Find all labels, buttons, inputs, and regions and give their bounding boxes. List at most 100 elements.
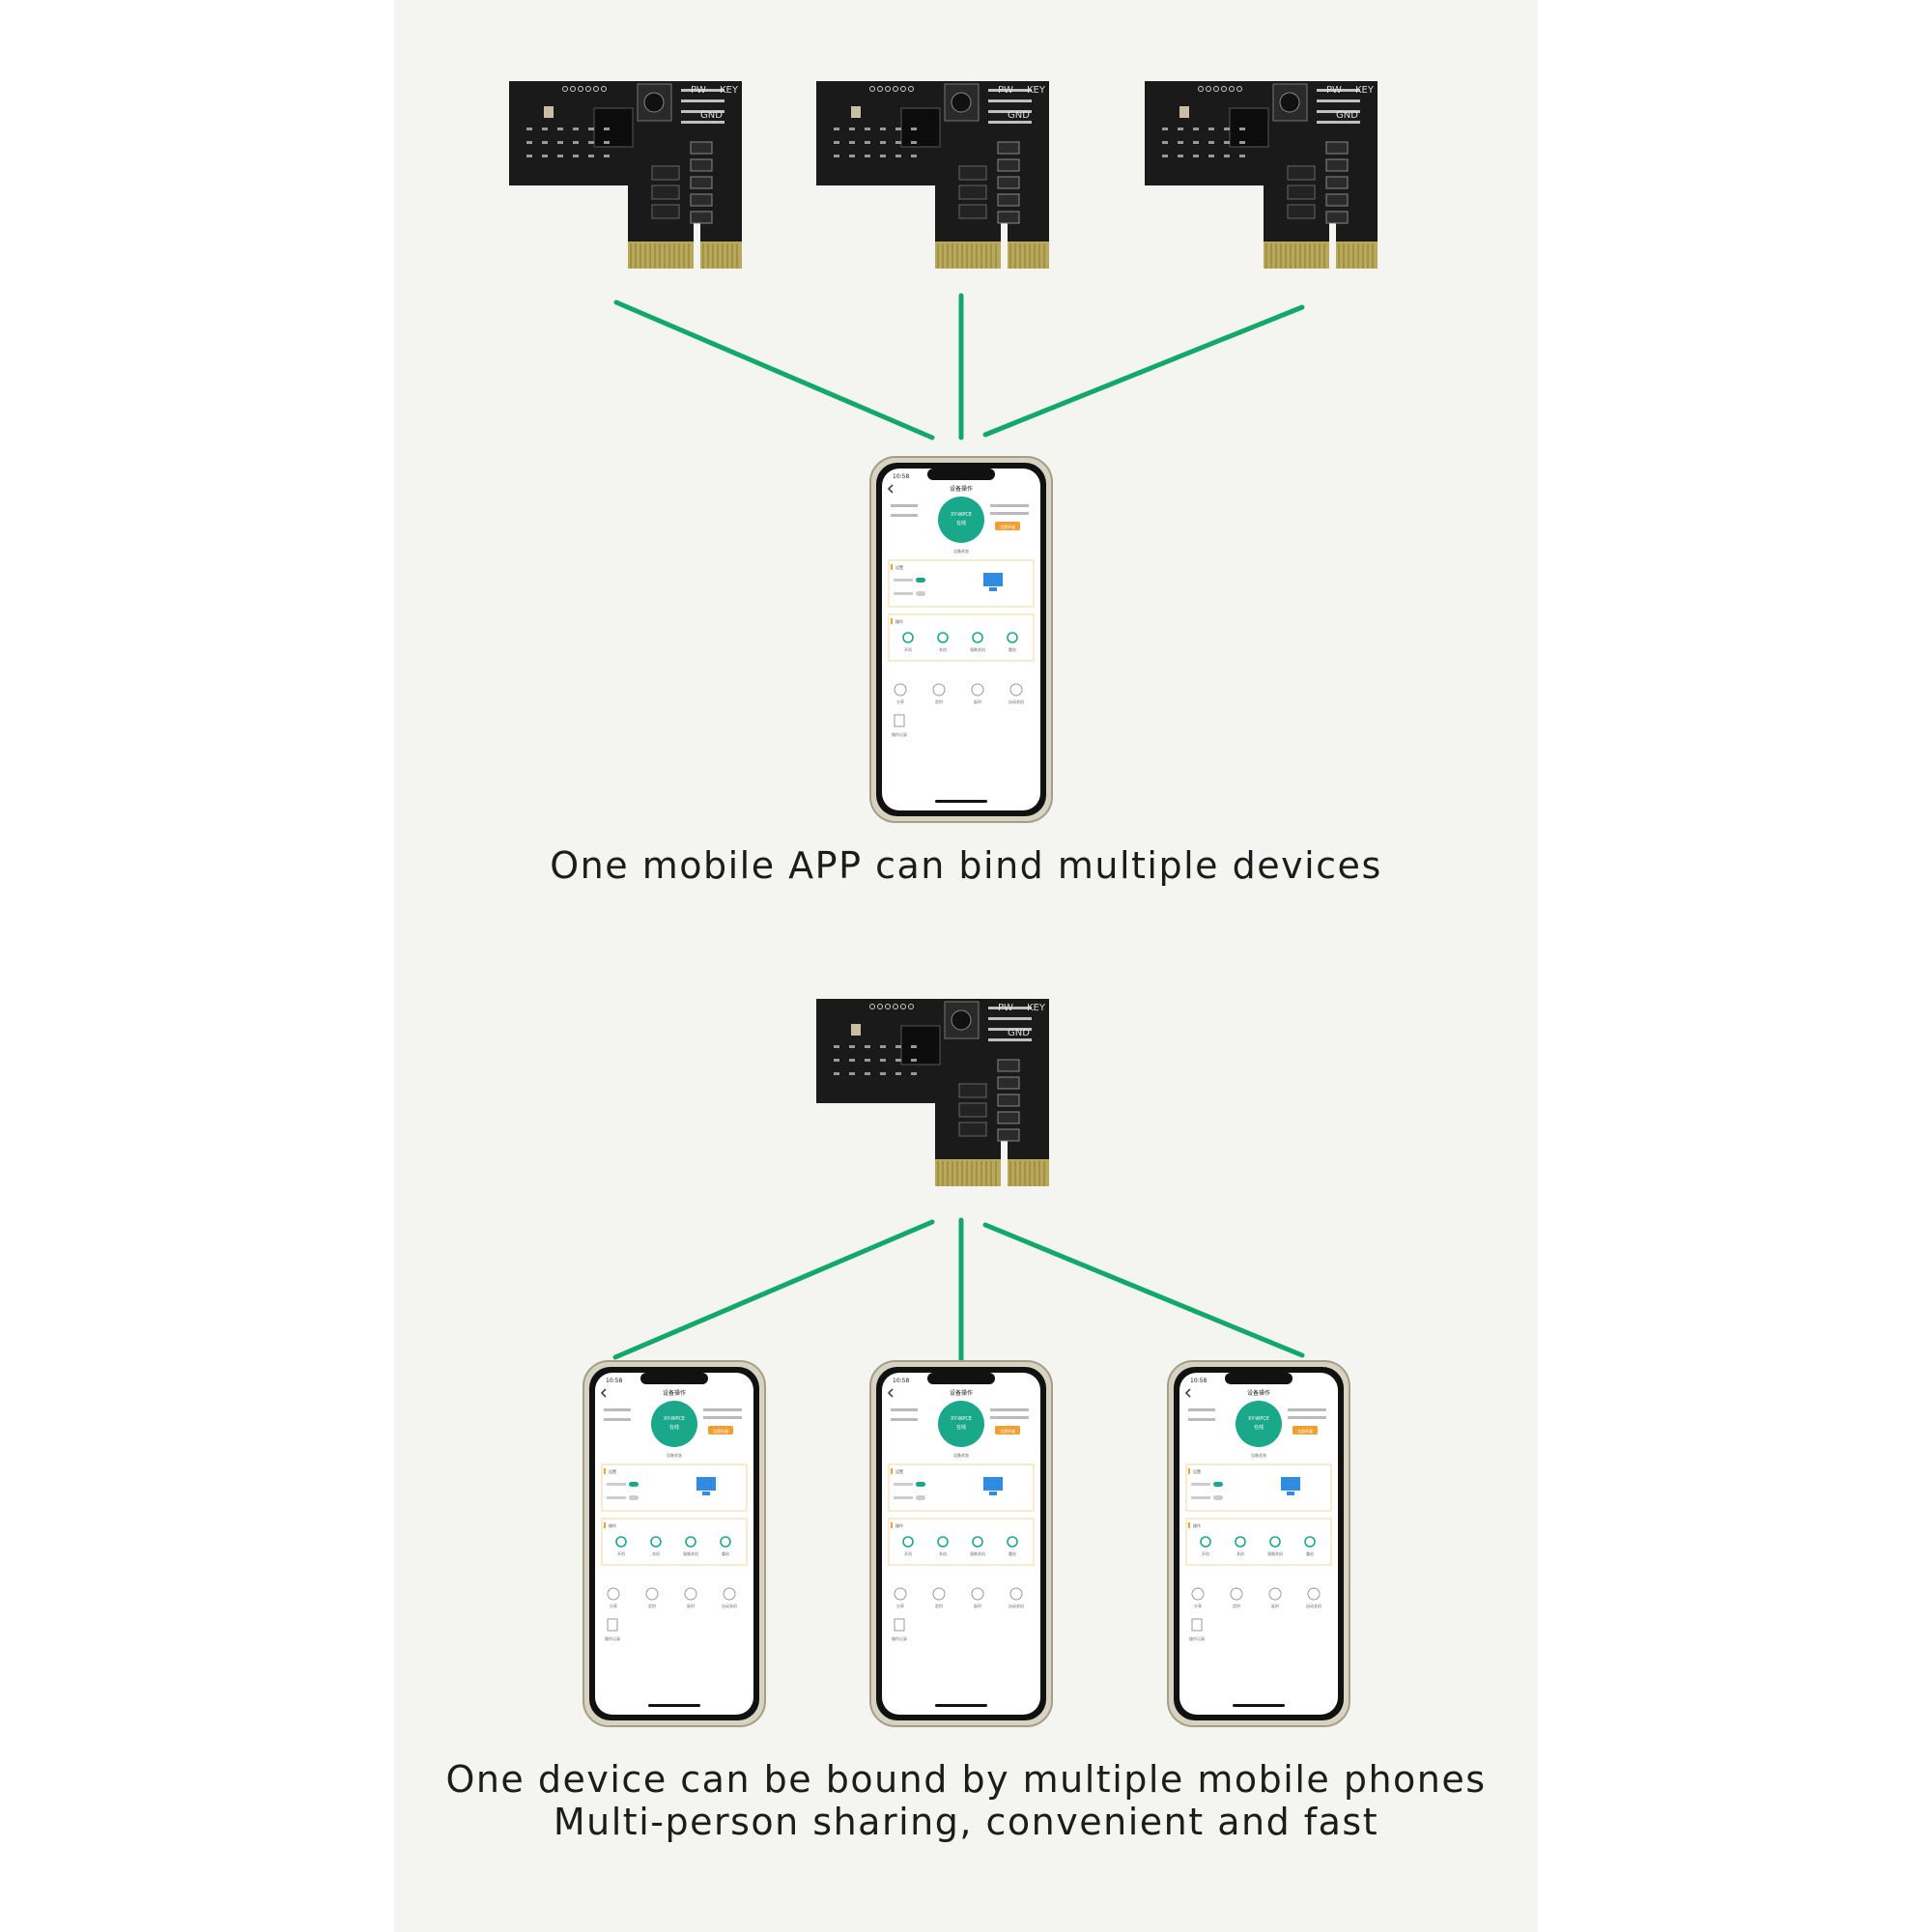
settings-panel — [601, 1463, 748, 1512]
mosfet — [651, 165, 680, 181]
resistor — [895, 141, 901, 144]
feature-label: 自动关机 — [1009, 1603, 1024, 1608]
feature-icon — [645, 1587, 659, 1601]
operation-icon — [902, 632, 914, 643]
header-pin — [988, 110, 1032, 113]
status-time: 10:58 — [893, 473, 909, 480]
via-hole — [893, 86, 898, 92]
mosfet — [958, 204, 987, 219]
operation-label: 重启 — [1306, 1550, 1314, 1556]
record-label: 操作记录 — [892, 1635, 907, 1641]
phone-graphic: 10:58设备操作XY-WPCE在线立即升级设备状态设置操作开机关机强制关机重启… — [869, 456, 1053, 823]
smd-component — [997, 193, 1020, 207]
header-pin — [988, 1017, 1032, 1020]
silk-label: GND — [1336, 110, 1358, 121]
section-marker — [891, 1522, 893, 1528]
settings-label: 设置 — [609, 1468, 616, 1474]
resistor — [895, 1045, 901, 1048]
caption-line-1: One device can be bound by multiple mobi… — [445, 1758, 1487, 1801]
toggle-off — [629, 1495, 639, 1500]
phone-graphic: 10:58设备操作XY-WPCE在线立即升级设备状态设置操作开机关机强制关机重启… — [1167, 1360, 1350, 1727]
computer-stand — [989, 1492, 997, 1495]
phone-screen — [595, 1373, 753, 1715]
resistor — [880, 141, 886, 144]
back-icon — [600, 1388, 607, 1398]
toggle-on — [916, 578, 925, 582]
resistor — [865, 1045, 870, 1048]
info-line — [891, 514, 918, 517]
center-button-status: 在线 — [956, 1424, 966, 1431]
silk-label: KEY — [1355, 85, 1375, 96]
power-circle — [938, 497, 984, 543]
section-marker — [891, 618, 893, 624]
silk-label: GND — [1008, 1028, 1030, 1038]
record-icon — [607, 1618, 618, 1632]
operations-label: 操作 — [1193, 1522, 1201, 1528]
toggle-on — [916, 1482, 925, 1487]
gold-fingers-left — [628, 242, 694, 269]
feature-icon — [1268, 1587, 1282, 1601]
via-hole — [593, 86, 599, 92]
connector-line — [613, 299, 935, 440]
board-pcb — [816, 999, 1049, 1185]
gold-fingers-right — [1008, 242, 1049, 269]
caption-one-app-multiple-devices: One mobile APP can bind multiple devices — [550, 844, 1382, 887]
operation-icon — [650, 1536, 662, 1548]
via-hole — [869, 86, 875, 92]
header-pin — [988, 121, 1032, 124]
led — [1179, 106, 1189, 118]
home-indicator — [935, 1704, 987, 1707]
header-pin — [1317, 99, 1360, 102]
smd-component — [690, 141, 713, 155]
resistor — [542, 128, 548, 130]
power-circle — [651, 1401, 697, 1447]
upgrade-button-label: 立即升级 — [1000, 524, 1015, 529]
caption-line-2: Multi-person sharing, convenient and fas… — [553, 1801, 1379, 1843]
status-time: 10:58 — [606, 1378, 622, 1384]
settings-label: 设置 — [895, 1468, 903, 1474]
feature-icon — [1230, 1587, 1243, 1601]
board-notch — [1001, 1137, 1008, 1187]
settings-label: 设置 — [895, 564, 903, 570]
header-pin — [681, 110, 724, 113]
resistor — [911, 141, 917, 144]
resistor — [911, 1045, 917, 1048]
toggle-off — [1213, 1495, 1223, 1500]
upgrade-button-label: 立即升级 — [1297, 1428, 1313, 1434]
settings-panel — [888, 559, 1035, 608]
smd-component — [1325, 176, 1349, 189]
info-line — [703, 1408, 742, 1411]
smd-component — [997, 1111, 1020, 1124]
center-button-status: 在线 — [956, 520, 966, 526]
center-button-label: XY-WPCE — [1248, 1416, 1269, 1422]
mcu-chip — [593, 107, 634, 148]
operations-panel — [601, 1518, 748, 1566]
feature-label: 延时 — [1271, 1603, 1279, 1608]
feature-icon — [932, 683, 946, 696]
toggle-off — [916, 591, 925, 596]
resistor — [1224, 141, 1230, 144]
operation-icon — [1007, 632, 1018, 643]
home-indicator — [1233, 1704, 1285, 1707]
via-hole — [908, 86, 914, 92]
gold-fingers-right — [1008, 1159, 1049, 1186]
operation-icon — [1235, 1536, 1246, 1548]
screen-title: 设备操作 — [663, 1389, 686, 1397]
header-pin — [988, 99, 1032, 102]
upgrade-button — [995, 522, 1020, 530]
via-hole — [1236, 86, 1242, 92]
resistor — [849, 1045, 855, 1048]
via-hole — [570, 86, 576, 92]
resistor — [526, 155, 532, 157]
gold-fingers-left — [935, 1159, 1001, 1186]
resistor — [911, 1072, 917, 1075]
board-pcb — [1145, 81, 1378, 268]
resistor — [588, 155, 594, 157]
feature-label: 自动关机 — [722, 1603, 737, 1608]
mosfet — [958, 185, 987, 200]
center-button-label: XY-WPCE — [951, 1416, 972, 1422]
resistor — [865, 1072, 870, 1075]
feature-icon — [1009, 1587, 1023, 1601]
